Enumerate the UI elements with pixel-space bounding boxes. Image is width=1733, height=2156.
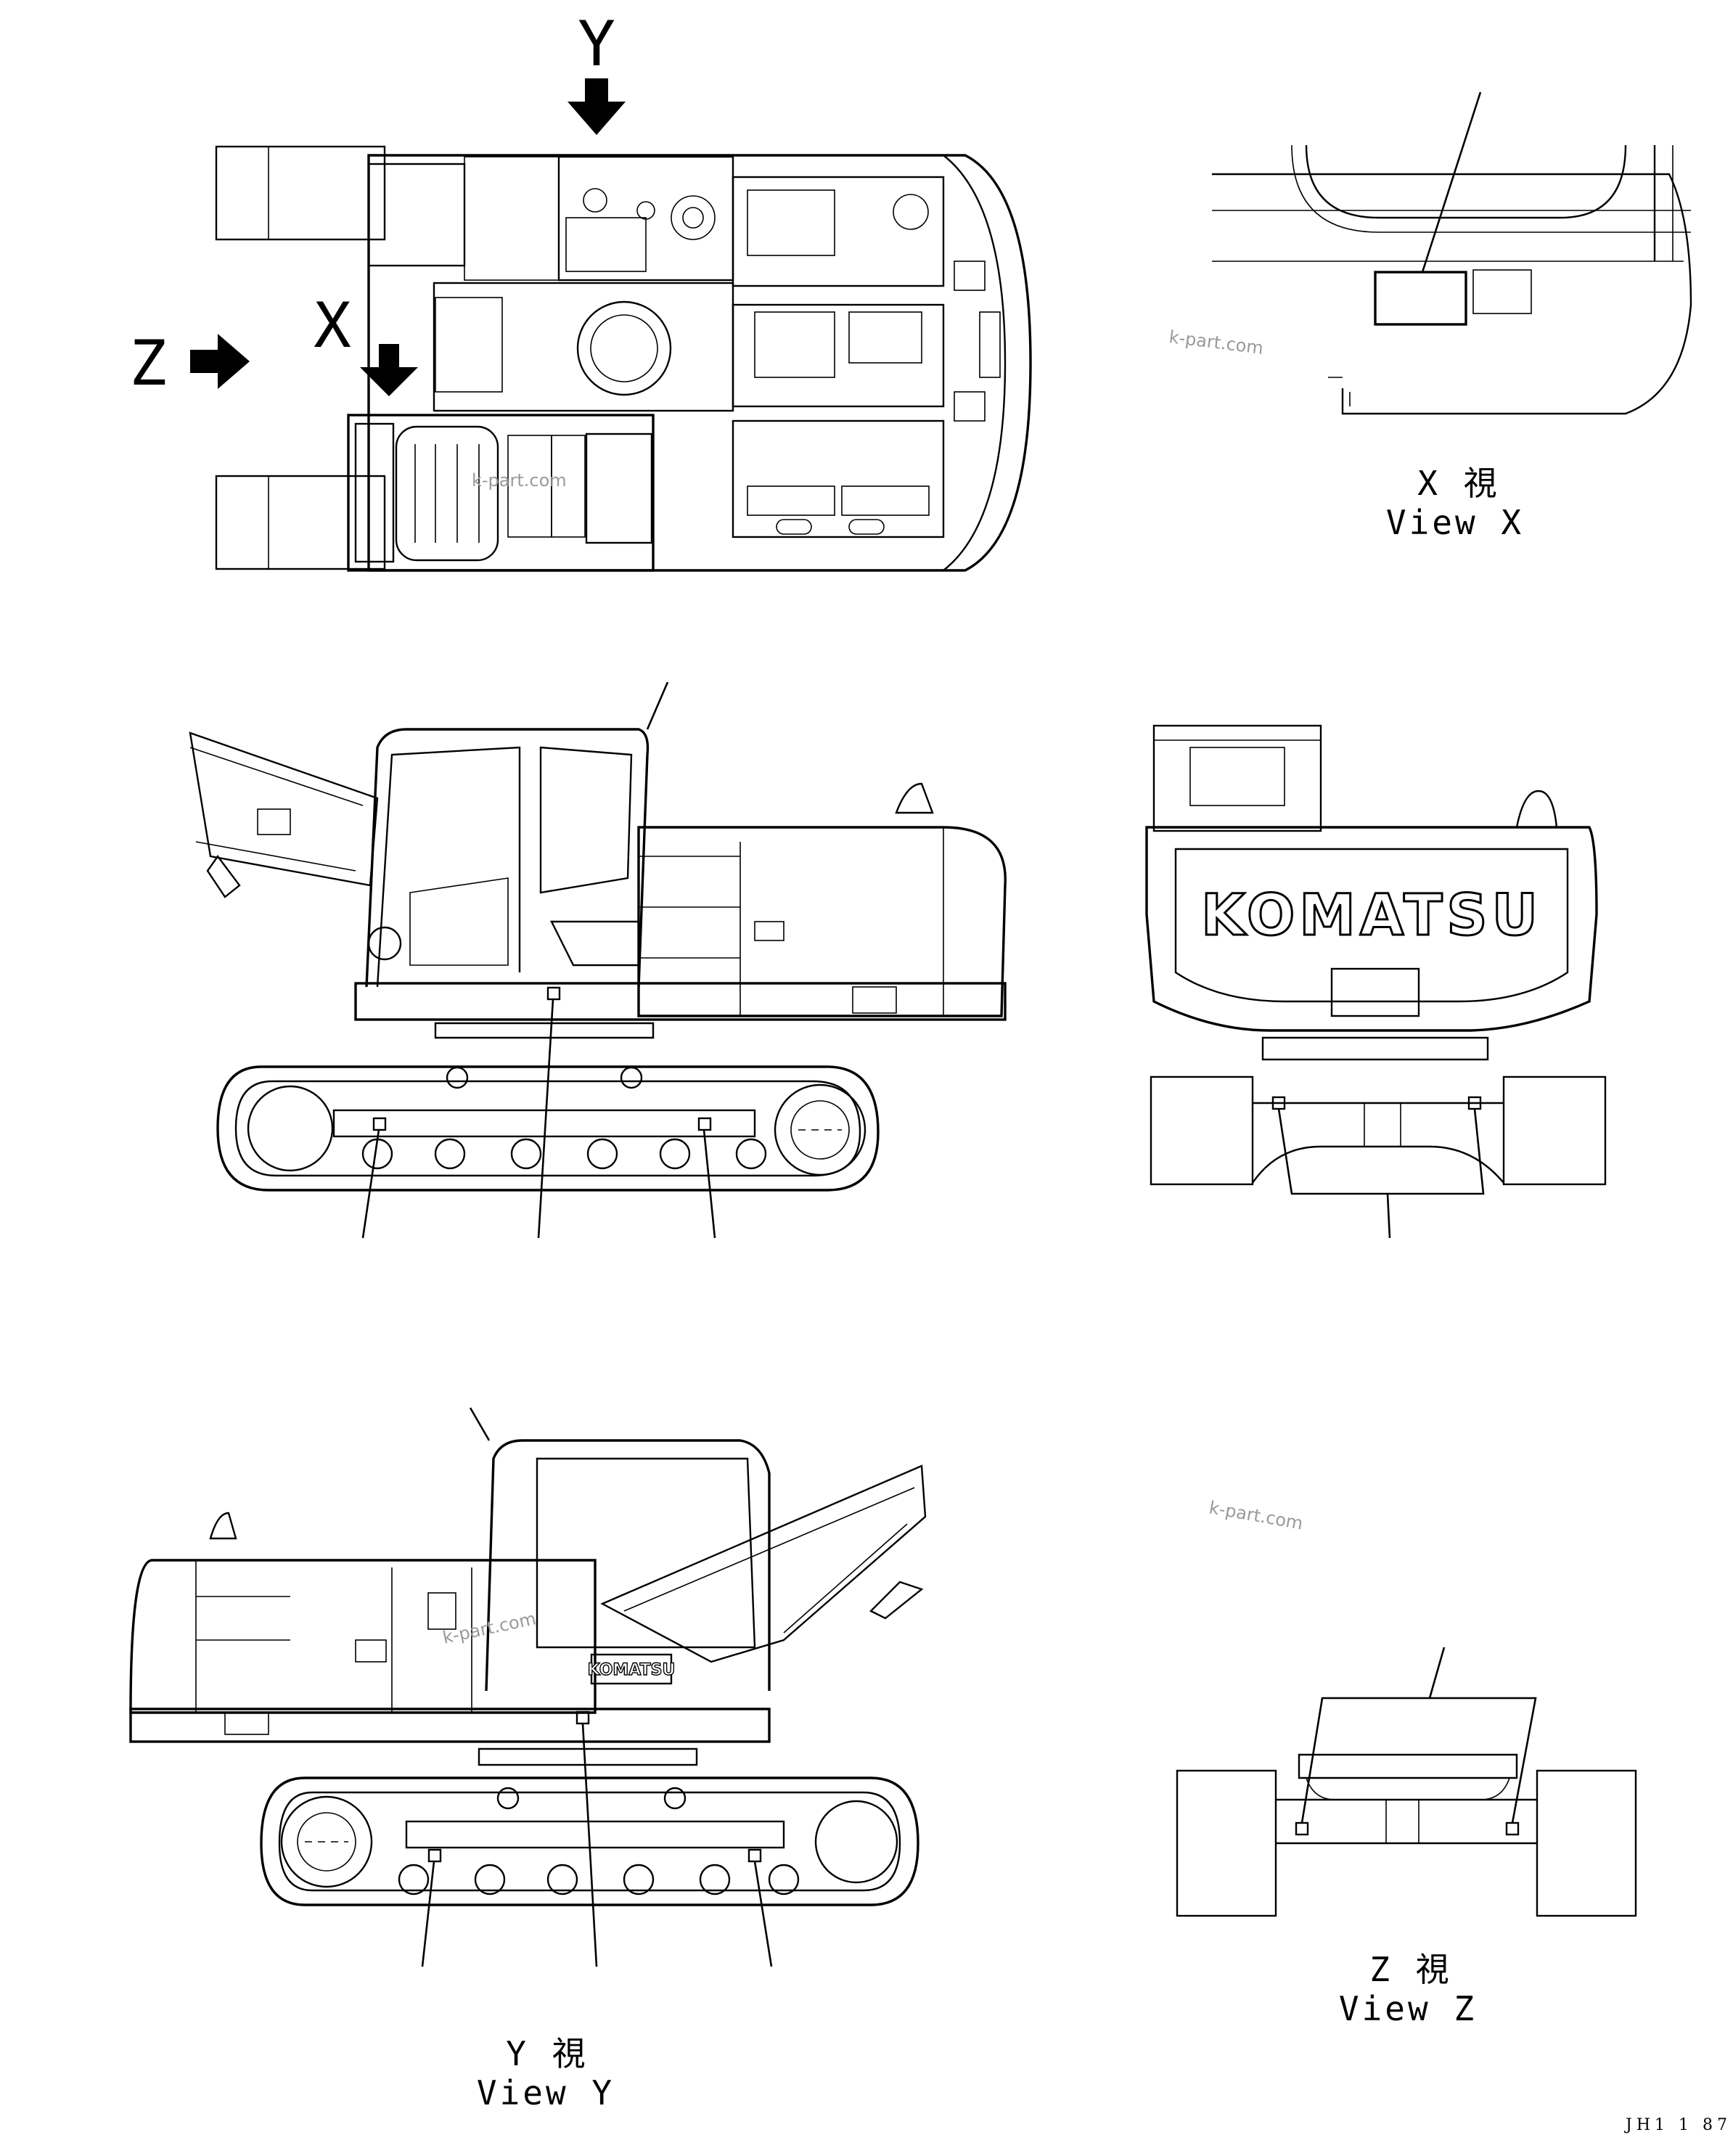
view-y-caption-en: View Y	[477, 2073, 615, 2112]
side-left-decal-track-front	[697, 1117, 712, 1131]
view-z-marker: Z	[129, 327, 250, 400]
side-left-decal-center	[546, 986, 561, 1001]
view-z-caption: Z 視 View Z	[1339, 1950, 1477, 2028]
top-view-plan	[215, 145, 1032, 572]
rear-view: KOMATSU	[1145, 724, 1607, 1239]
view-x-letter: X	[314, 290, 351, 362]
drawing-code: JH1 1 87 8 9	[1624, 2116, 1733, 2134]
komatsu-logo-side: KOMATSU	[588, 1661, 676, 1679]
view-z-detail	[1176, 1647, 1637, 1917]
view-x-caption-en: View X	[1386, 503, 1524, 542]
view-y-marker: Y	[568, 8, 626, 135]
watermark-2: k-part.com	[1168, 327, 1264, 358]
side-right-decal-track-front	[747, 1848, 762, 1863]
view-y-caption: Y 視 View Y	[477, 2034, 615, 2112]
side-view-left	[189, 681, 1007, 1239]
komatsu-logo-rear: KOMATSU	[1201, 883, 1542, 948]
view-x-leader-line	[1421, 91, 1482, 273]
watermark-1: k-part.com	[472, 470, 567, 491]
side-left-decal-track-rear	[372, 1117, 387, 1131]
view-y-letter: Y	[578, 8, 615, 81]
view-x-caption: X 視 View X	[1386, 464, 1524, 542]
view-x-marker: X	[314, 290, 418, 396]
view-x-label-decal	[1374, 271, 1467, 326]
view-z-decal-left	[1295, 1821, 1309, 1836]
view-z-letter: Z	[129, 327, 167, 400]
view-y-caption-jp: Y 視	[506, 2034, 588, 2073]
view-z-decal-right	[1505, 1821, 1520, 1836]
view-z-caption-jp: Z 視	[1369, 1950, 1451, 1989]
view-z-caption-en: View Z	[1339, 1989, 1477, 2028]
watermark-4: k-part.com	[1208, 1497, 1305, 1533]
view-x-caption-jp: X 視	[1417, 464, 1499, 503]
side-right-decal-track-rear	[427, 1848, 442, 1863]
side-view-right: KOMATSU	[129, 1407, 927, 1967]
view-x-detail	[1212, 91, 1692, 415]
